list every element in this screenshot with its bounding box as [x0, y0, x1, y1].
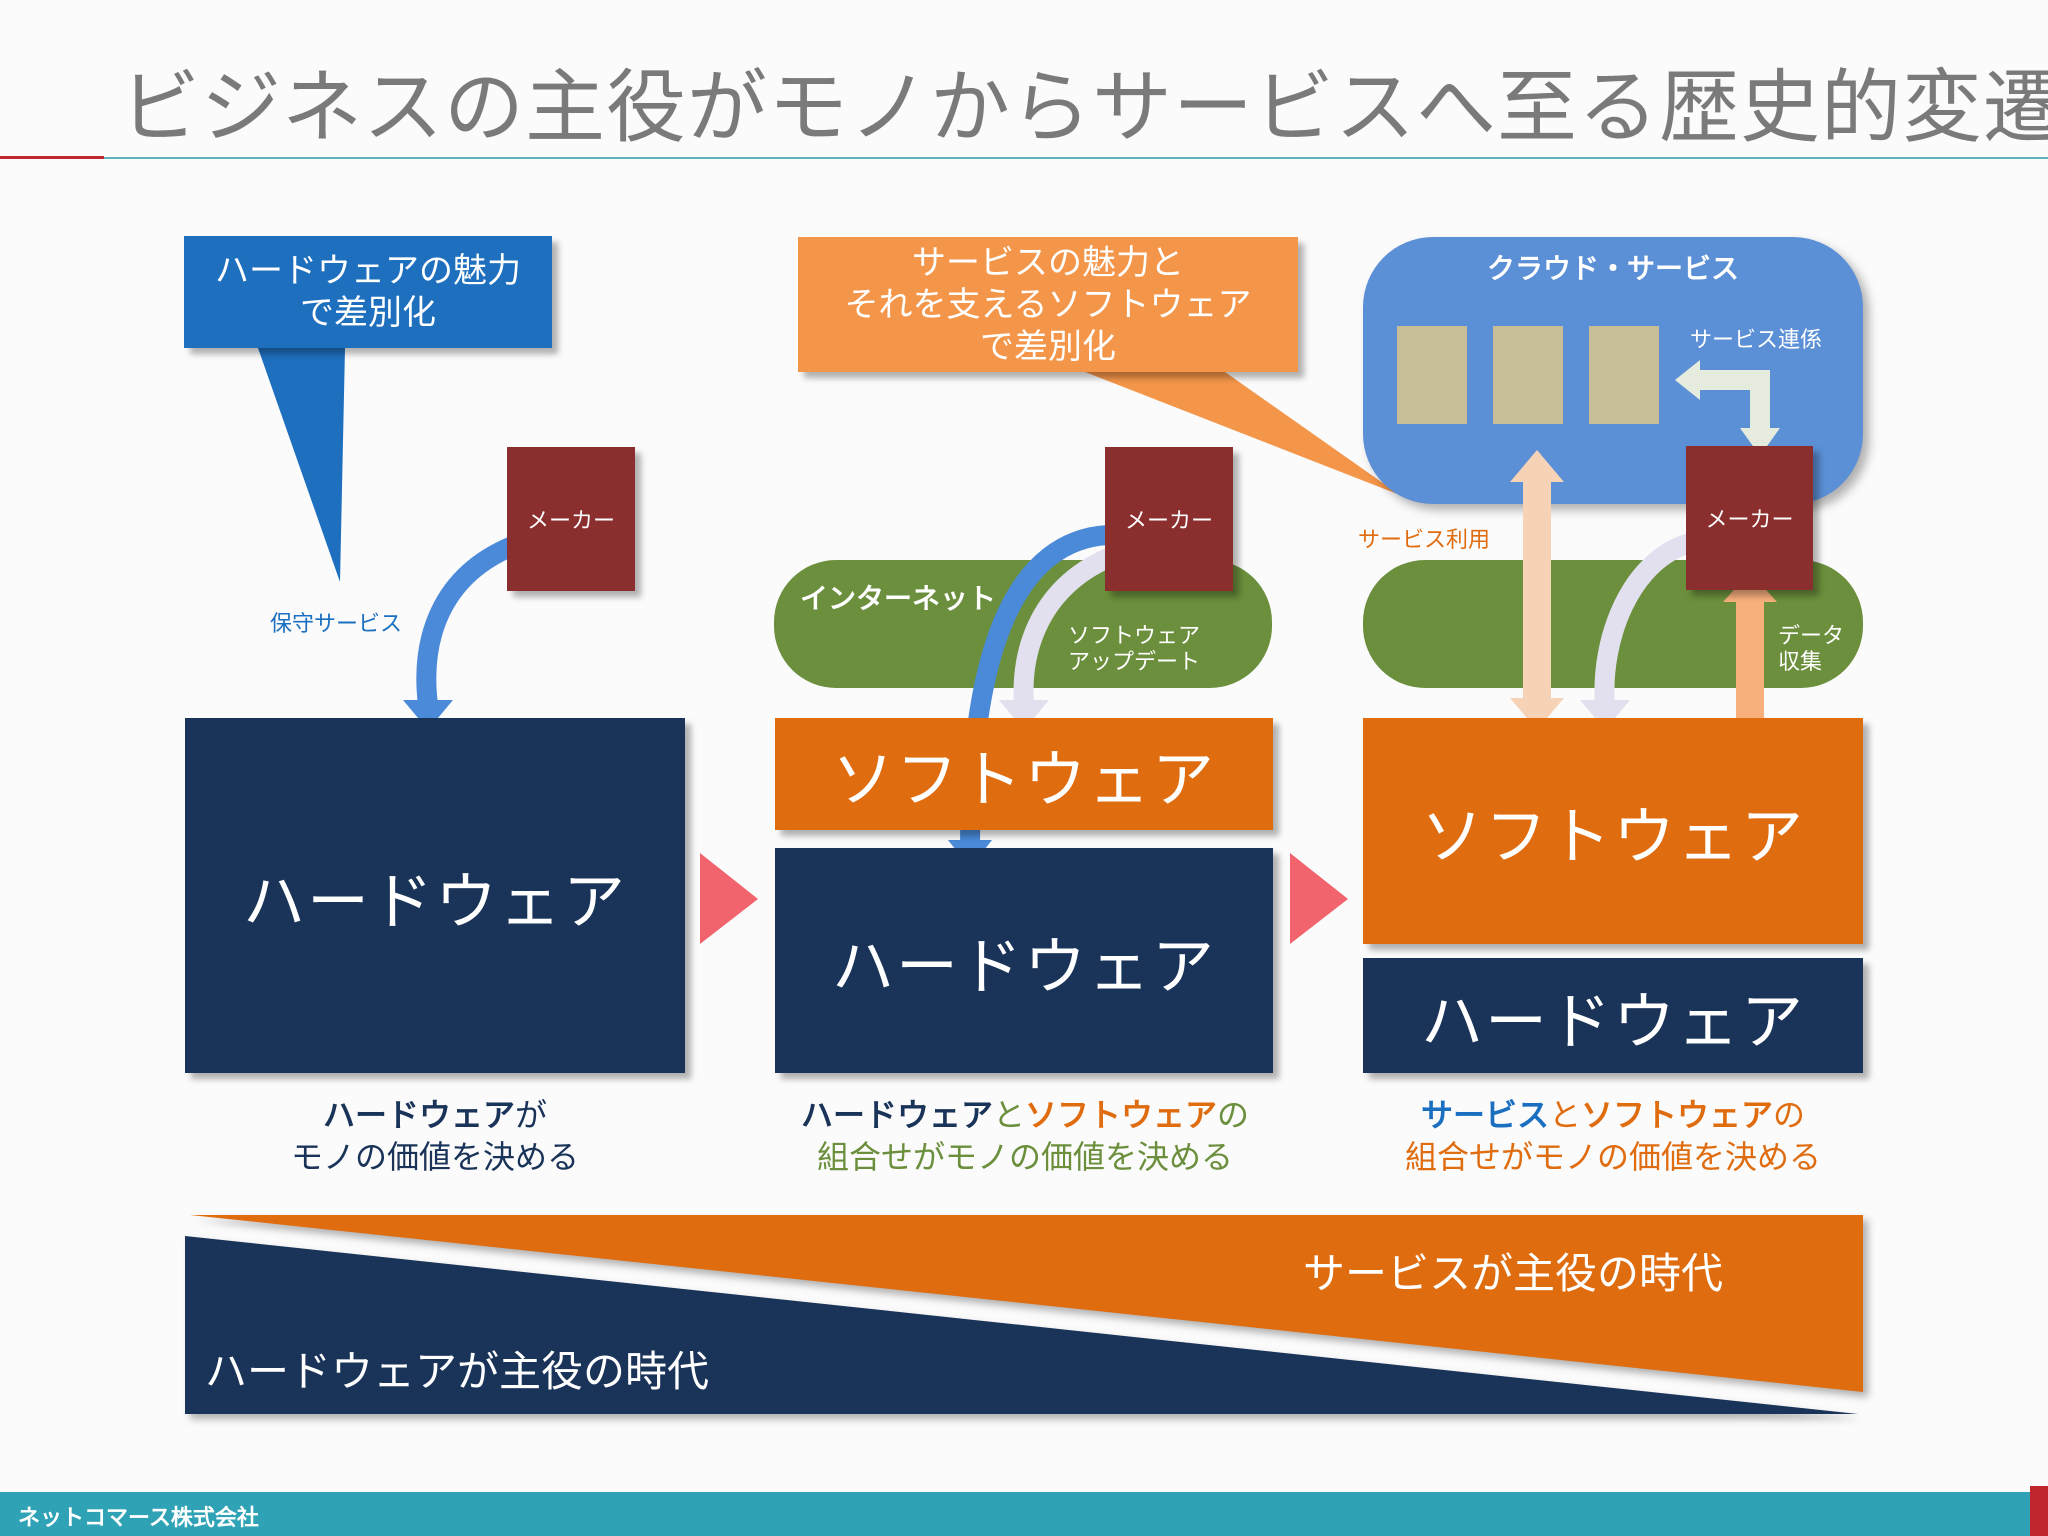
service-callout-line1: サービスの魅力と: [912, 242, 1184, 283]
stage1-hardware-label: ハードウェア: [242, 864, 627, 938]
stage1-maker-label: メーカー: [526, 509, 615, 534]
stage1-caption: ハードウェアが モノの価値を決める: [185, 1094, 685, 1178]
service-link-label: サービス連係: [1690, 328, 1823, 353]
software-update-label: ソフトウェア アップデート: [1068, 624, 1200, 676]
service-use-arrow: [1523, 480, 1551, 700]
hardware-callout: ハードウェアの魅力 で差別化: [184, 236, 552, 348]
hardware-era-label: ハードウェアが主役の時代: [205, 1347, 710, 1396]
stage-arrow-2-3: [1290, 853, 1348, 944]
page-title: ビジネスの主役がモノからサービスへ至る歴史的変遷: [120, 61, 2048, 154]
stage1-maker-box: メーカー: [507, 447, 635, 591]
company-name: ネットコマース株式会社: [18, 1506, 259, 1531]
service-era-wedge: [190, 1215, 1863, 1392]
service-block-3: [1589, 326, 1659, 424]
service-block-2: [1493, 326, 1563, 424]
stage1-caption-line2: モノの価値を決める: [290, 1138, 579, 1176]
footer-accent: [2030, 1486, 2048, 1536]
service-callout-line2: それを支えるソフトウェア: [844, 284, 1252, 325]
data-collection-label: データ 収集: [1778, 624, 1844, 676]
hardware-callout-line2: で差別化: [300, 293, 436, 333]
stage2-maker-label: メーカー: [1124, 509, 1213, 534]
stage2-caption-line1: ハードウェアとソフトウェアの: [800, 1096, 1250, 1134]
service-block-1: [1397, 326, 1467, 424]
service-link-arrow: [1690, 370, 1770, 430]
service-callout-line3: で差別化: [980, 326, 1116, 367]
internet-pill: [774, 560, 1272, 688]
data-collection-line1: データ: [1778, 624, 1845, 649]
hardware-callout-line1: ハードウェアの魅力: [215, 251, 521, 291]
stage3-maker-box: メーカー: [1686, 446, 1813, 590]
software-update-arrow: [1013, 545, 1119, 706]
data-collection-line2: 収集: [1778, 650, 1823, 675]
hardware-era-wedge: [185, 1236, 1858, 1414]
title-underline: [104, 157, 2048, 159]
stage3-software-label: ソフトウェア: [1420, 800, 1805, 873]
internet-label: インターネット: [800, 582, 997, 615]
maintenance-arrow: [416, 535, 519, 707]
stage2-software-block: ソフトウェア: [775, 718, 1273, 830]
stage3-caption-line2: 組合せがモノの価値を決める: [1404, 1138, 1821, 1176]
stage3-hardware-block: ハードウェア: [1363, 958, 1863, 1073]
stage1-caption-line1: ハードウェアが: [322, 1096, 548, 1134]
stage-arrow-1-2: [700, 853, 758, 944]
stage1-hardware-block: ハードウェア: [185, 718, 685, 1073]
stage3-maker-label: メーカー: [1705, 508, 1794, 533]
cloud-service-label: クラウド・サービス: [1486, 252, 1739, 285]
service-callout-tail: [1085, 372, 1400, 495]
service-use-label: サービス利用: [1358, 528, 1491, 553]
stage2-caption-line2: 組合せがモノの価値を決める: [816, 1138, 1233, 1176]
stage2-caption: ハードウェアとソフトウェアの 組合せがモノの価値を決める: [745, 1094, 1305, 1178]
stage2-hardware-label: ハードウェア: [831, 929, 1216, 1003]
title-underline-accent: [0, 156, 104, 159]
data-collection-arrow: [1736, 600, 1764, 728]
stage2-maker-box: メーカー: [1105, 447, 1233, 591]
stage3-hardware-label: ハードウェア: [1420, 984, 1805, 1058]
service-era-label: サービスが主役の時代: [1303, 1249, 1724, 1298]
maintenance-service-label: 保守サービス: [270, 612, 403, 637]
software-update-line1: ソフトウェア: [1068, 624, 1201, 649]
stage3-caption-line1: サービスとソフトウェアの: [1420, 1096, 1806, 1134]
software-update-line2: アップデート: [1068, 650, 1201, 675]
footer-bar: [0, 1492, 2030, 1536]
stage3-update-arrow: [1594, 533, 1694, 706]
stage2-hardware-block: ハードウェア: [775, 848, 1273, 1073]
stage2-software-label: ソフトウェア: [831, 743, 1216, 816]
stage3-caption: サービスとソフトウェアの 組合せがモノの価値を決める: [1333, 1094, 1893, 1178]
stage3-software-block: ソフトウェア: [1363, 718, 1863, 944]
hardware-callout-tail: [258, 348, 345, 582]
service-callout: サービスの魅力と それを支えるソフトウェア で差別化: [798, 237, 1298, 372]
